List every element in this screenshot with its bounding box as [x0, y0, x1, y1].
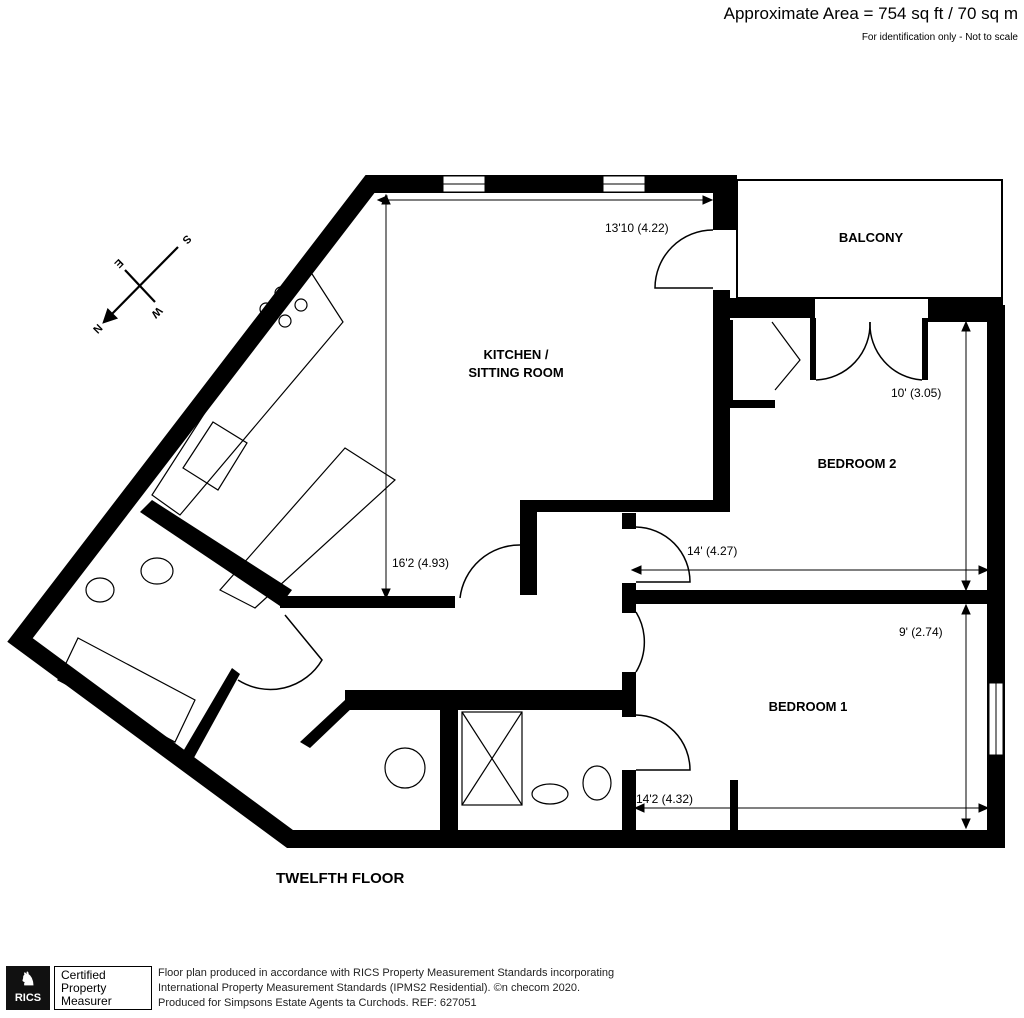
dimension-lines	[376, 193, 990, 830]
compass-west: W	[148, 304, 164, 320]
footer-line: International Property Measurement Stand…	[158, 982, 581, 994]
label-bedroom-2: BEDROOM 2	[818, 456, 897, 471]
label-kitchen-1: KITCHEN /	[484, 347, 549, 362]
floor-label: TWELFTH FLOOR	[276, 870, 405, 887]
dim-bedroom2-depth: 10' (3.05)	[891, 386, 941, 400]
floor-plan: N S E W KITCHEN / SITTING ROOM BALCONY B…	[7, 175, 1005, 848]
dim-bedroom1-width: 14'2 (4.32)	[636, 792, 693, 806]
rics-logo-text: RICS	[14, 992, 42, 1004]
hob-burner	[274, 286, 288, 300]
cert-line: Property	[61, 981, 107, 995]
compass-south: S	[180, 232, 194, 246]
cert-line: Certified	[61, 968, 106, 982]
balcony-outline	[736, 179, 1003, 299]
doors	[237, 229, 923, 771]
label-bedroom-1: BEDROOM 1	[769, 699, 848, 714]
dim-kitchen-length: 16'2 (4.93)	[392, 556, 449, 570]
compass	[102, 246, 179, 324]
dim-bedroom2-width: 14' (4.27)	[687, 544, 737, 558]
dim-bedroom1-depth: 9' (2.74)	[899, 625, 943, 639]
fixtures	[57, 258, 801, 806]
rics-emblem-icon: ♞	[19, 969, 37, 989]
label-balcony: BALCONY	[839, 230, 904, 245]
scale-disclaimer: For identification only - Not to scale	[861, 32, 1018, 43]
certified-badge: Certified Property Measurer	[54, 966, 152, 1010]
compass-north: N	[90, 321, 104, 335]
dim-kitchen-width: 13'10 (4.22)	[605, 221, 669, 235]
interior-walls	[140, 175, 1003, 832]
footer-line: Produced for Simpsons Estate Agents ta C…	[158, 997, 477, 1009]
windows	[442, 175, 1004, 756]
approximate-area: Approximate Area = 754 sq ft / 70 sq m	[723, 4, 1018, 23]
cert-line: Measurer	[61, 994, 112, 1008]
rics-logo: ♞ RICS	[6, 966, 50, 1010]
footer-text: Floor plan produced in accordance with R…	[158, 966, 614, 1011]
label-kitchen-2: SITTING ROOM	[468, 365, 563, 380]
compass-east: E	[112, 256, 126, 270]
footer-line: Floor plan produced in accordance with R…	[158, 967, 615, 979]
